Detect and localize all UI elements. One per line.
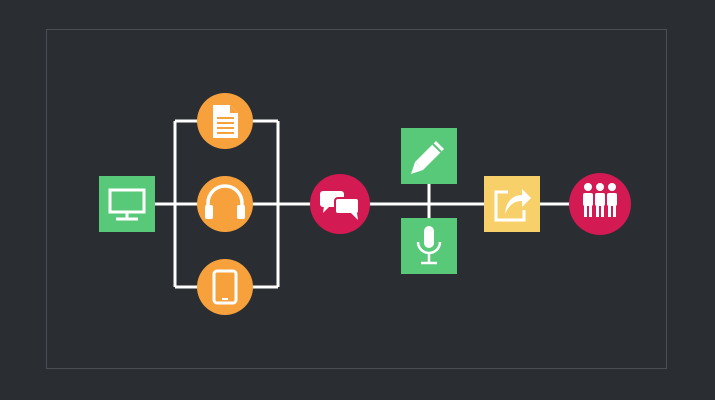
pencil-icon (411, 141, 444, 174)
chat-bubbles-icon (320, 191, 360, 220)
share-icon (494, 189, 531, 222)
node-headphones (197, 176, 253, 232)
people-group-icon (583, 183, 617, 217)
diagram-frame (46, 29, 667, 369)
tablet-icon (212, 269, 238, 305)
document-icon (213, 105, 238, 138)
connector-lines (154, 119, 572, 289)
node-microphone (401, 218, 457, 274)
node-monitor (99, 176, 155, 232)
node-share (484, 176, 540, 232)
node-document (197, 93, 253, 149)
microphone-icon (416, 226, 442, 265)
node-chat (310, 174, 370, 234)
node-people (569, 173, 631, 235)
monitor-icon (108, 188, 146, 221)
node-pencil (401, 128, 457, 184)
headphones-icon (205, 184, 245, 219)
node-tablet (197, 259, 253, 315)
